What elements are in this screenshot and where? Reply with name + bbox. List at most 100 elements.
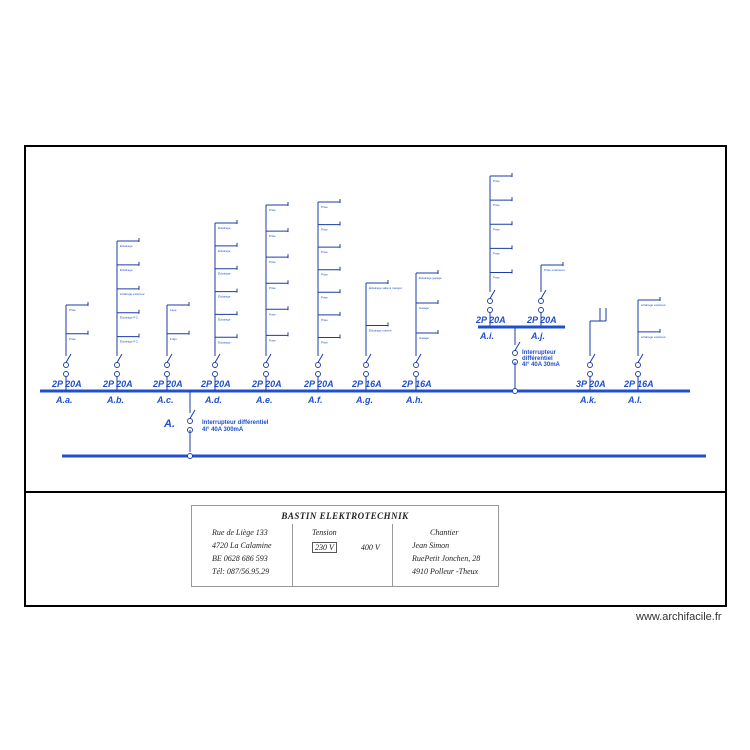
load-label: Éclairage <box>218 271 231 276</box>
load-label: Éclairage P.C. <box>120 315 139 320</box>
watermark: www.archifacile.fr <box>636 611 722 623</box>
circuit-breaker-blade <box>365 353 372 363</box>
circuit-breaker-contact <box>114 371 120 377</box>
company-phone: Tél: 087/56.95.29 <box>212 567 270 576</box>
company-address-line: Rue de Liège 133 <box>212 528 268 537</box>
circuit-breaker-contact <box>315 371 321 377</box>
load-label: Garage <box>419 306 429 310</box>
circuit-rating: 2P 16A <box>351 379 382 389</box>
load-label: Prise <box>321 340 328 344</box>
sub-differential-label: Interrupteur <box>522 350 557 356</box>
load-label: Prise <box>269 208 276 212</box>
load-label: Prise <box>269 286 276 290</box>
circuit-breaker-contact <box>487 298 493 304</box>
circuit-label: A.j. <box>530 331 545 341</box>
load-label: Prise <box>493 251 500 255</box>
circuit-rating: 2P 16A <box>401 379 432 389</box>
load-label: Prise <box>321 318 328 322</box>
circuit-breaker-contact <box>63 362 69 368</box>
circuit-breaker-blade <box>116 353 123 363</box>
sub-differential-rating: 4l° 40A 30mA <box>522 362 561 368</box>
circuit-breaker-contact <box>212 371 218 377</box>
circuit-rating: 2P 20A <box>102 379 133 389</box>
load-label: Lave <box>170 308 177 312</box>
circuit-breaker-blade <box>317 353 324 363</box>
title-divider <box>292 524 293 586</box>
circuit-breaker-contact <box>538 307 544 313</box>
sub-differential-switch-blade <box>514 341 521 351</box>
circuit-breaker-contact <box>263 371 269 377</box>
load-label: Prise extérieure <box>544 268 565 272</box>
load-label: Éclairage <box>218 248 231 253</box>
circuit-label: A.l. <box>627 395 642 405</box>
circuit-breaker-contact <box>315 362 321 368</box>
load-label: Éclairage P.C. <box>120 339 139 344</box>
circuit-breaker-blade <box>637 353 644 363</box>
circuit-label: A.a. <box>55 395 73 405</box>
sub-differential-label: différentiel <box>522 356 553 362</box>
load-label: Prise <box>321 228 328 232</box>
load-label: Prise <box>321 295 328 299</box>
sub-junction <box>512 388 518 394</box>
tension-value-400: 400 V <box>360 543 380 552</box>
company-name: BASTIN ELEKTROTECHNIK <box>281 511 409 521</box>
circuit-breaker-contact <box>164 371 170 377</box>
site-city: 4910 Polleur -Theux <box>412 567 479 576</box>
circuit-breaker-contact <box>635 371 641 377</box>
circuit-breaker-contact <box>487 307 493 313</box>
load-label: Prise <box>269 338 276 342</box>
load-label: Prise <box>321 273 328 277</box>
tension-block: Tension 230 V 400 V <box>312 526 380 554</box>
load-label: Prise <box>493 179 500 183</box>
load-label: Prise <box>269 234 276 238</box>
circuit-breaker-contact <box>635 362 641 368</box>
company-city-line: 4720 La Calamine <box>212 541 272 550</box>
main-differential-switch-blade <box>189 409 196 419</box>
load-label: éclairage extérieur <box>641 303 666 307</box>
circuit-label: A.c. <box>156 395 174 405</box>
circuit-rating: 2P 20A <box>526 315 557 325</box>
load-label: Prise <box>493 203 500 207</box>
load-label: Éclairage cuisine <box>369 328 392 333</box>
main-label: A. <box>163 418 175 430</box>
load-label: Prise <box>493 276 500 280</box>
circuit-breaker-contact <box>263 362 269 368</box>
load-label: Éclairage <box>218 225 231 230</box>
load-label: Éclairage <box>120 243 133 248</box>
load-label: Éclairage salle à manger <box>369 285 402 290</box>
circuit-label: A.d. <box>204 395 222 405</box>
circuit-breaker-contact <box>413 362 419 368</box>
load-label: Garage <box>419 336 429 340</box>
load-label: éclairage extérieur <box>641 335 666 339</box>
circuit-breaker-contact <box>538 298 544 304</box>
circuit-rating: 2P 20A <box>51 379 82 389</box>
circuit-label: A.b. <box>106 395 124 405</box>
load-label: Éclairage <box>218 316 231 321</box>
load-label: Éclairage <box>218 339 231 344</box>
circuit-breaker-contact <box>363 362 369 368</box>
load-label: Prise <box>269 260 276 264</box>
title-block: BASTIN ELEKTROTECHNIK Rue de Liège 133 4… <box>191 505 499 587</box>
circuit-breaker-blade <box>65 353 72 363</box>
circuit-label: A.h. <box>405 395 423 405</box>
main-differential-label: Interrupteur différentiel <box>202 420 269 426</box>
circuit-breaker-contact <box>164 362 170 368</box>
sub-differential-switch-contact <box>512 350 518 356</box>
load-label: éclairage extérieur <box>120 292 145 296</box>
client-name: Jean Simon <box>412 541 450 550</box>
main-differential-rating: 4l° 40A 300mA <box>202 427 244 433</box>
site-street: RuePetit Jonchen, 28 <box>412 554 481 563</box>
tension-heading: Tension <box>312 528 337 537</box>
circuit-rating: 2P 20A <box>475 315 506 325</box>
main-junction <box>187 453 193 459</box>
company-address-block: Rue de Liège 133 4720 La Calamine BE 062… <box>212 526 272 578</box>
load-label: Éclairage <box>120 267 133 272</box>
load-label: Prise <box>269 312 276 316</box>
circuit-breaker-contact <box>363 371 369 377</box>
circuit-label: A.k. <box>579 395 597 405</box>
circuit-rating: 2P 20A <box>152 379 183 389</box>
title-divider <box>392 524 393 586</box>
circuit-breaker-blade <box>214 353 221 363</box>
circuit-rating: 2P 20A <box>303 379 334 389</box>
